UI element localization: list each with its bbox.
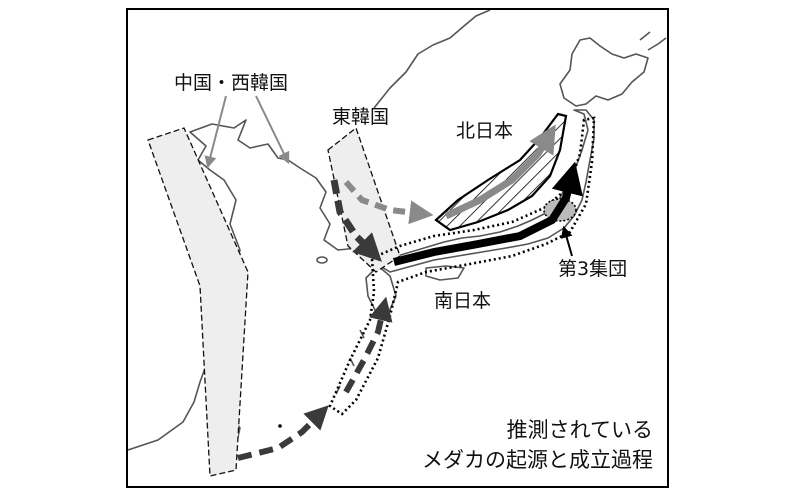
russia-coast	[373, 10, 491, 109]
map-frame: 中国・西韓国 東韓国 北日本 南日本 第3集団 推測されている メダカの起源と成…	[126, 8, 669, 488]
jeju-coast	[316, 256, 328, 264]
arrow-northjapan-north	[444, 124, 556, 220]
ryukyu-1	[359, 329, 365, 339]
shikoku-coast	[425, 265, 465, 281]
label-china-west-korea: 中国・西韓国	[174, 72, 289, 94]
arrow-taiwan-ryukyu	[237, 405, 329, 461]
arrow-southjapan-east	[393, 161, 583, 266]
china-region-outline[interactable]	[147, 127, 249, 477]
kuril-coast	[647, 37, 667, 51]
south-japan-region[interactable]	[328, 116, 596, 416]
caption-line1: 推測されている	[506, 418, 653, 442]
label-north-japan: 北日本	[456, 120, 514, 142]
pointer-westkorea	[255, 95, 290, 165]
label-east-korea: 東韓国	[332, 106, 390, 128]
kuril-coast-2	[639, 31, 651, 41]
pointer-group3	[560, 225, 573, 257]
caption-line2: メダカの起源と成立過程	[422, 448, 653, 472]
arrow-korea-kyushu	[330, 179, 382, 262]
ryukyu-2	[349, 357, 355, 367]
north-japan-region[interactable]	[434, 112, 568, 232]
label-south-japan: 南日本	[434, 290, 492, 312]
arrow-ryukyu-kyushu	[343, 296, 393, 394]
arrow-korea-northjapan	[343, 180, 434, 225]
ryukyu-dot	[278, 424, 282, 428]
hokkaido-coast	[559, 37, 649, 107]
map-canvas	[128, 10, 667, 477]
pointer-china	[204, 95, 227, 169]
china-coast	[128, 119, 289, 451]
label-group3: 第3集団	[558, 258, 628, 280]
